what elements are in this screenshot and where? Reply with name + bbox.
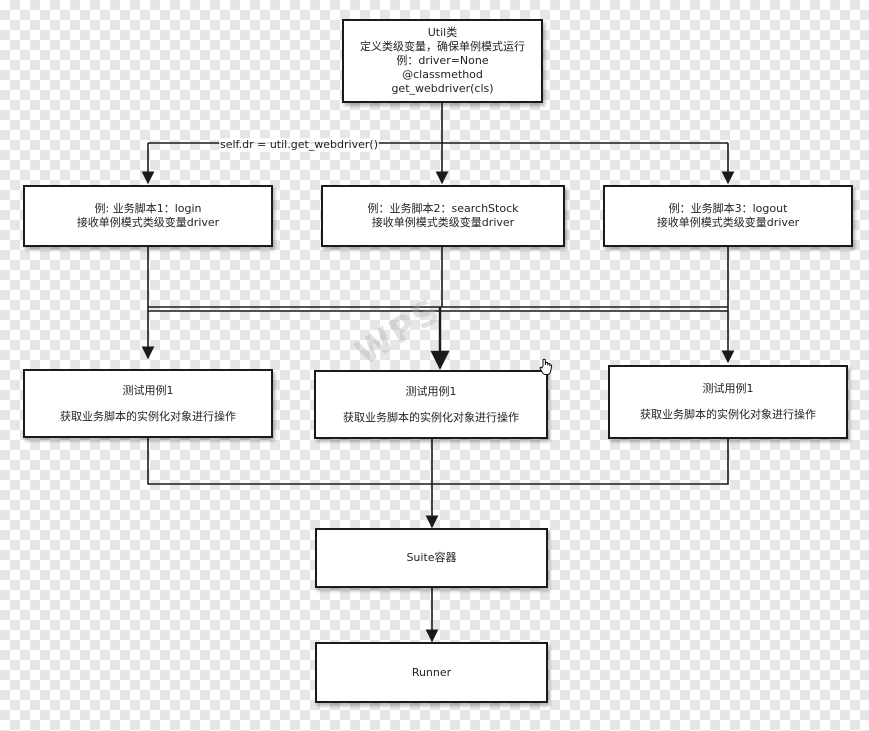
util-node-method: get_webdriver(cls) <box>391 82 494 95</box>
testcase-node-desc: 获取业务脚本的实例化对象进行操作 <box>343 410 519 424</box>
script-node-title: 例：业务脚本2：searchStock <box>367 202 519 215</box>
script-node-title: 例: 业务脚本1：login <box>94 202 202 215</box>
testcase-node-desc: 获取业务脚本的实例化对象进行操作 <box>60 409 236 423</box>
edge-label-get-webdriver: self.dr = util.get_webdriver() <box>219 138 379 152</box>
testcase-node-3[interactable]: 测试用例1 获取业务脚本的实例化对象进行操作 <box>608 365 848 439</box>
util-node-example: 例：driver=None <box>396 54 489 67</box>
script-node-searchstock[interactable]: 例：业务脚本2：searchStock 接收单例模式类级变量driver <box>321 185 565 247</box>
testcase-node-2[interactable]: 测试用例1 获取业务脚本的实例化对象进行操作 <box>314 370 548 439</box>
script-node-title: 例：业务脚本3：logout <box>668 202 788 215</box>
script-node-desc: 接收单例模式类级变量driver <box>76 216 220 229</box>
script-node-desc: 接收单例模式类级变量driver <box>371 216 515 229</box>
util-node-desc: 定义类级变量，确保单例模式运行 <box>360 40 525 53</box>
suite-container-node[interactable]: Suite容器 <box>315 528 548 588</box>
runner-node-label: Runner <box>411 665 452 679</box>
testcase-1-to-suite-connector <box>147 438 432 485</box>
util-node-decorator: @classmethod <box>402 68 483 81</box>
testcase-node-title: 测试用例1 <box>405 384 457 398</box>
util-class-node[interactable]: Util类 定义类级变量，确保单例模式运行 例：driver=None @cla… <box>342 19 543 103</box>
suite-node-label: Suite容器 <box>406 551 457 564</box>
testcase-node-desc: 获取业务脚本的实例化对象进行操作 <box>640 408 816 421</box>
runner-node[interactable]: Runner <box>315 642 548 703</box>
script-node-logout[interactable]: 例：业务脚本3：logout 接收单例模式类级变量driver <box>603 185 853 247</box>
testcase-node-title: 测试用例1 <box>122 383 174 397</box>
script-node-desc: 接收单例模式类级变量driver <box>656 216 800 229</box>
hand-cursor-icon <box>539 358 553 375</box>
testcase-3-to-suite-connector <box>432 438 729 485</box>
script-node-login[interactable]: 例: 业务脚本1：login 接收单例模式类级变量driver <box>23 185 273 247</box>
util-node-title: Util类 <box>427 26 458 39</box>
testcase-node-title: 测试用例1 <box>702 382 754 395</box>
testcase-node-1[interactable]: 测试用例1 获取业务脚本的实例化对象进行操作 <box>23 369 273 438</box>
